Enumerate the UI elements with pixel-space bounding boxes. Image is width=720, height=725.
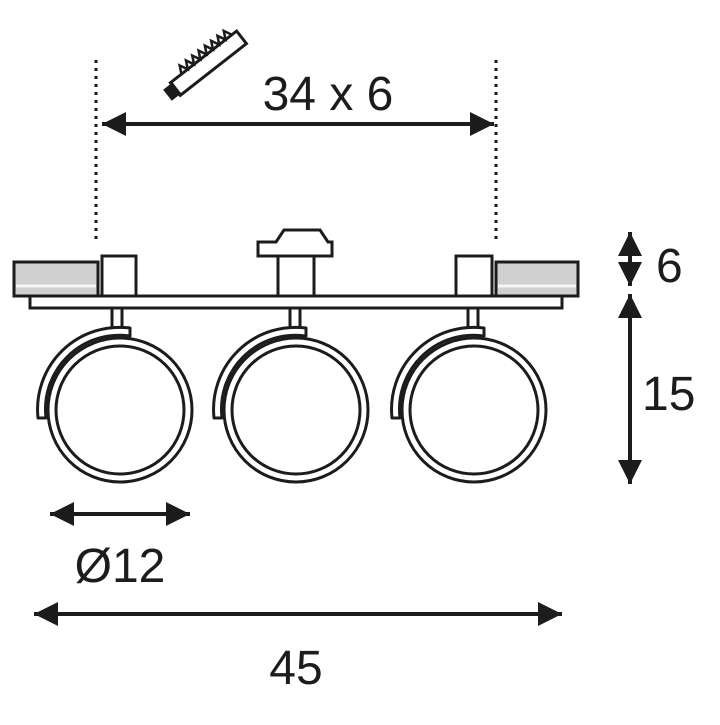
diameter-label: Ø12	[75, 540, 166, 593]
lamp-head-3	[390, 325, 548, 484]
center-connector	[256, 228, 334, 298]
ceiling-panel-right	[494, 260, 580, 298]
mounting-bracket-left	[100, 254, 138, 298]
lamp-head-1	[36, 325, 194, 484]
mounting-plate	[28, 294, 564, 310]
lamp-stem-3	[466, 306, 480, 330]
projection-label: 15	[642, 368, 695, 421]
ceiling-panel-left	[12, 260, 100, 298]
lamp-stem-2	[288, 306, 302, 330]
cutout-dimension-label: 34 x 6	[263, 68, 394, 121]
lamp-stem-1	[110, 306, 124, 330]
lamp-head-2	[212, 325, 370, 484]
total-width-label: 45	[269, 642, 322, 695]
mounting-bracket-right	[454, 254, 494, 298]
recess-depth-label: 6	[656, 240, 683, 293]
saw-icon	[163, 28, 249, 101]
